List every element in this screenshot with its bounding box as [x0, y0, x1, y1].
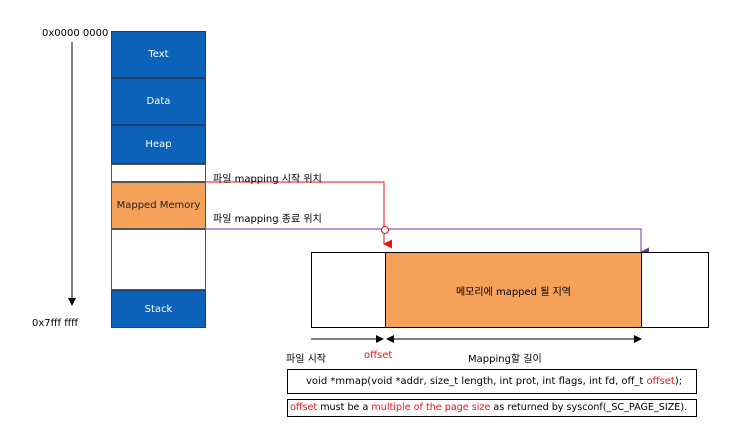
file-region-before — [311, 252, 385, 328]
note-part1: must be a — [317, 402, 372, 413]
mmap-signature-box: void *mmap(void *addr, size_t length, in… — [287, 369, 697, 394]
offset-label: offset — [364, 350, 393, 361]
segment-mapped-memory: Mapped Memory — [111, 182, 206, 229]
segment-free-upper — [111, 164, 206, 182]
offset-note-box: offset must be a multiple of the page si… — [287, 399, 697, 417]
note-offset: offset — [290, 402, 318, 413]
segment-data: Data — [111, 78, 206, 125]
mapping-length-label: Mapping할 길이 — [468, 354, 542, 365]
segment-heap: Heap — [111, 125, 206, 164]
address-start-label: 0x0000 0000 — [42, 28, 109, 39]
note-part2: as returned by sysconf(_SC_PAGE_SIZE). — [490, 402, 688, 413]
file-map-end-label: 파일 mapping 종료 위치 — [213, 214, 322, 225]
map-start-arrow — [206, 181, 392, 249]
file-start-label: 파일 시작 — [286, 354, 326, 365]
file-map-start-label: 파일 mapping 시작 위치 — [213, 174, 322, 185]
segment-free-lower — [111, 229, 206, 290]
file-region-after — [642, 252, 709, 328]
segment-text: Text — [111, 31, 206, 78]
file-region-mapped: 메모리에 mapped 될 지역 — [385, 252, 642, 328]
signature-prefix: void *mmap(void *addr, size_t length, in… — [306, 376, 647, 387]
intersection-marker — [381, 226, 389, 234]
address-end-label: 0x7fff ffff — [32, 318, 79, 329]
map-end-arrow — [206, 228, 649, 257]
signature-suffix: ); — [674, 376, 683, 387]
signature-offset: offset — [646, 376, 675, 387]
segment-stack: Stack — [111, 290, 206, 328]
note-multiple: multiple of the page size — [371, 402, 491, 413]
